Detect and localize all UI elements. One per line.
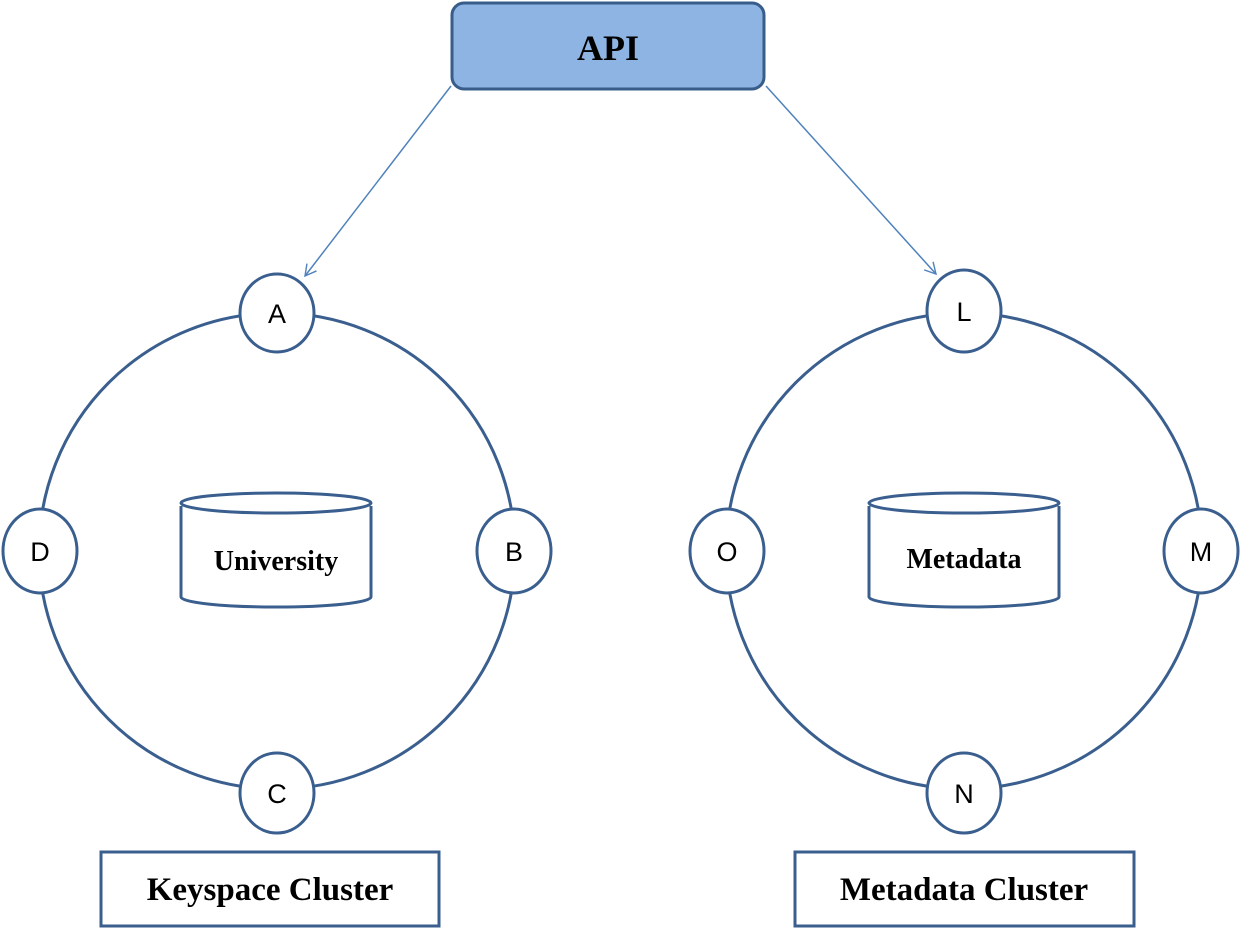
database-cylinder: University bbox=[179, 491, 373, 609]
database-label: Metadata bbox=[906, 544, 1021, 575]
node-a: A bbox=[238, 272, 316, 354]
arrow-api-to-metadata bbox=[765, 85, 937, 276]
node-label: A bbox=[268, 299, 286, 329]
database-cylinder: Metadata bbox=[867, 491, 1061, 609]
node-c: C bbox=[238, 751, 316, 835]
node-b: B bbox=[475, 507, 553, 595]
cluster-name: Metadata Cluster bbox=[840, 872, 1088, 908]
cluster-label-box: Keyspace Cluster bbox=[99, 850, 441, 928]
metadata-cluster: Metadata L M N O Metadata Cluster bbox=[688, 268, 1240, 928]
arrow-api-to-keyspace bbox=[304, 85, 452, 278]
cluster-label-box: Metadata Cluster bbox=[793, 850, 1136, 928]
node-d: D bbox=[1, 507, 79, 595]
node-label: D bbox=[30, 537, 50, 567]
node-l: L bbox=[925, 268, 1003, 354]
node-label: O bbox=[716, 537, 737, 567]
node-label: N bbox=[954, 779, 974, 809]
node-o: O bbox=[688, 507, 766, 595]
node-label: C bbox=[267, 779, 287, 809]
node-label: L bbox=[956, 297, 971, 327]
api-label: API bbox=[577, 28, 639, 68]
node-label: M bbox=[1190, 537, 1213, 567]
api-box: API bbox=[450, 1, 766, 91]
database-label: University bbox=[214, 546, 338, 577]
node-n: N bbox=[925, 751, 1003, 835]
node-label: B bbox=[505, 537, 523, 567]
cluster-name: Keyspace Cluster bbox=[147, 872, 394, 908]
keyspace-cluster: University A B C D Keyspace Cluster bbox=[1, 272, 553, 928]
node-m: M bbox=[1162, 507, 1240, 595]
